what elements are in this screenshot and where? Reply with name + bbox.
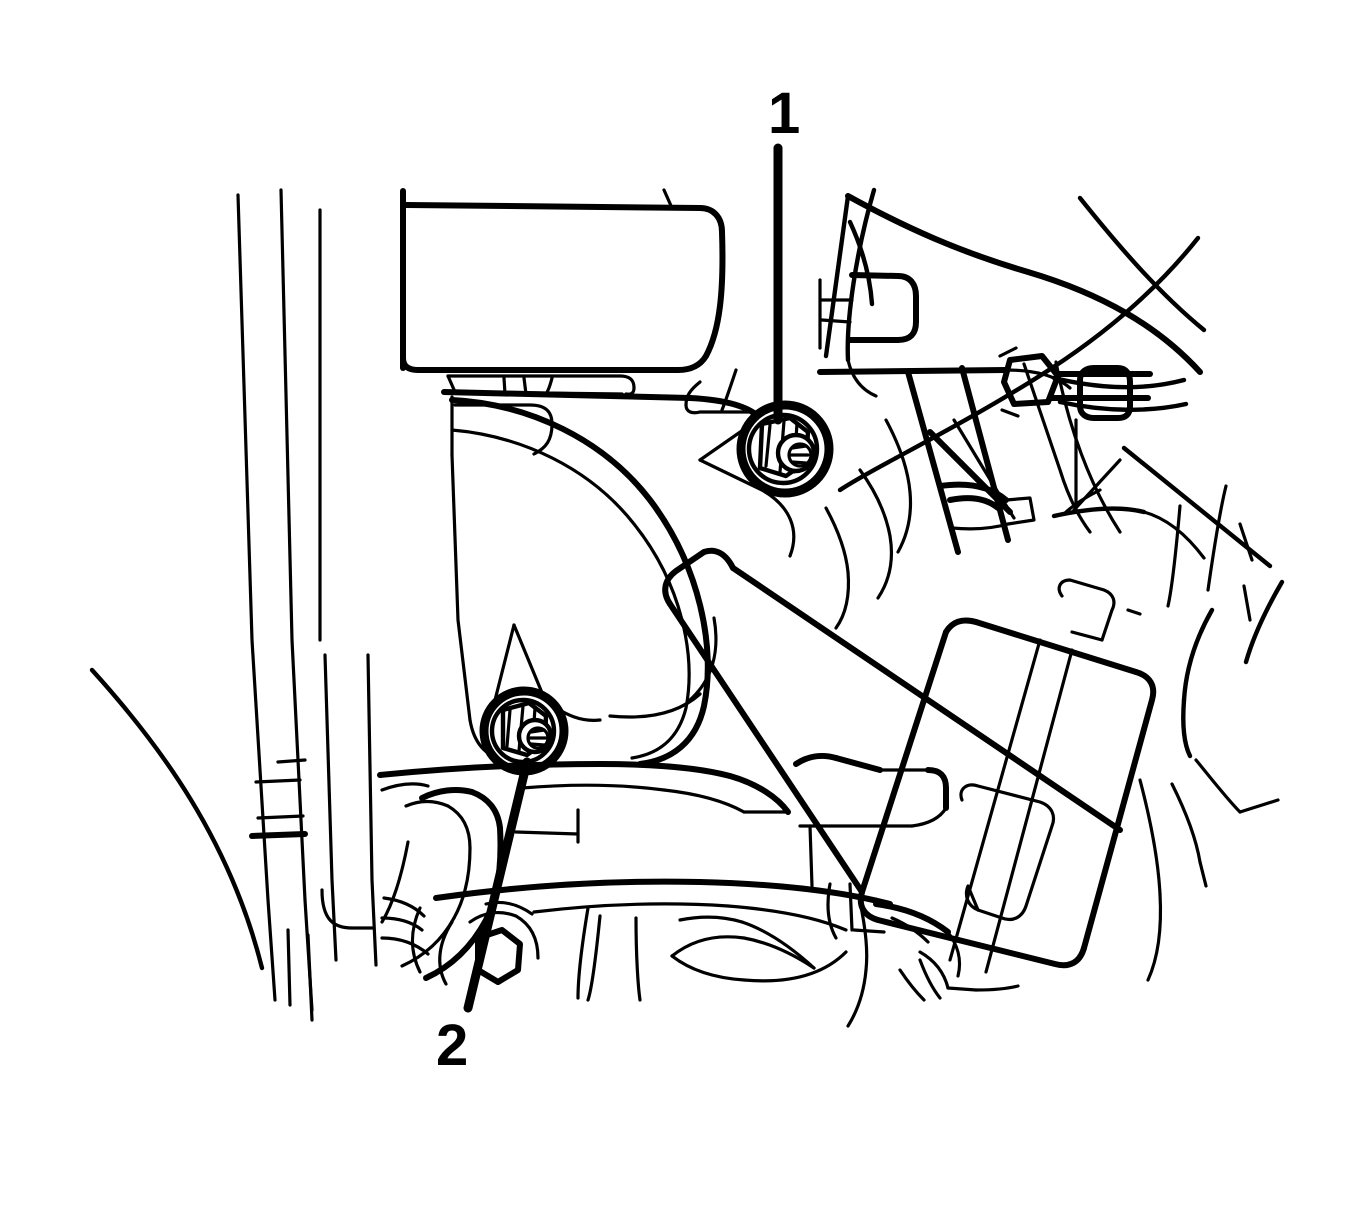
upper-mounting-bolt: [736, 400, 834, 498]
callout-2: 2: [436, 757, 532, 1078]
left-body-panel-edge: [89, 667, 265, 971]
callout-1-label: 1: [768, 81, 800, 146]
callout-1: 1: [768, 81, 800, 425]
wiring-harness: [1138, 758, 1280, 982]
engine-block-casting: [377, 753, 1020, 1028]
diagonal-canister: [662, 547, 1157, 974]
callout-2-leader-line: [463, 757, 532, 1013]
mid-right-hose-bracket: [824, 418, 1036, 630]
callout-2-label: 2: [436, 1013, 468, 1078]
frame-rail: [236, 188, 378, 1022]
